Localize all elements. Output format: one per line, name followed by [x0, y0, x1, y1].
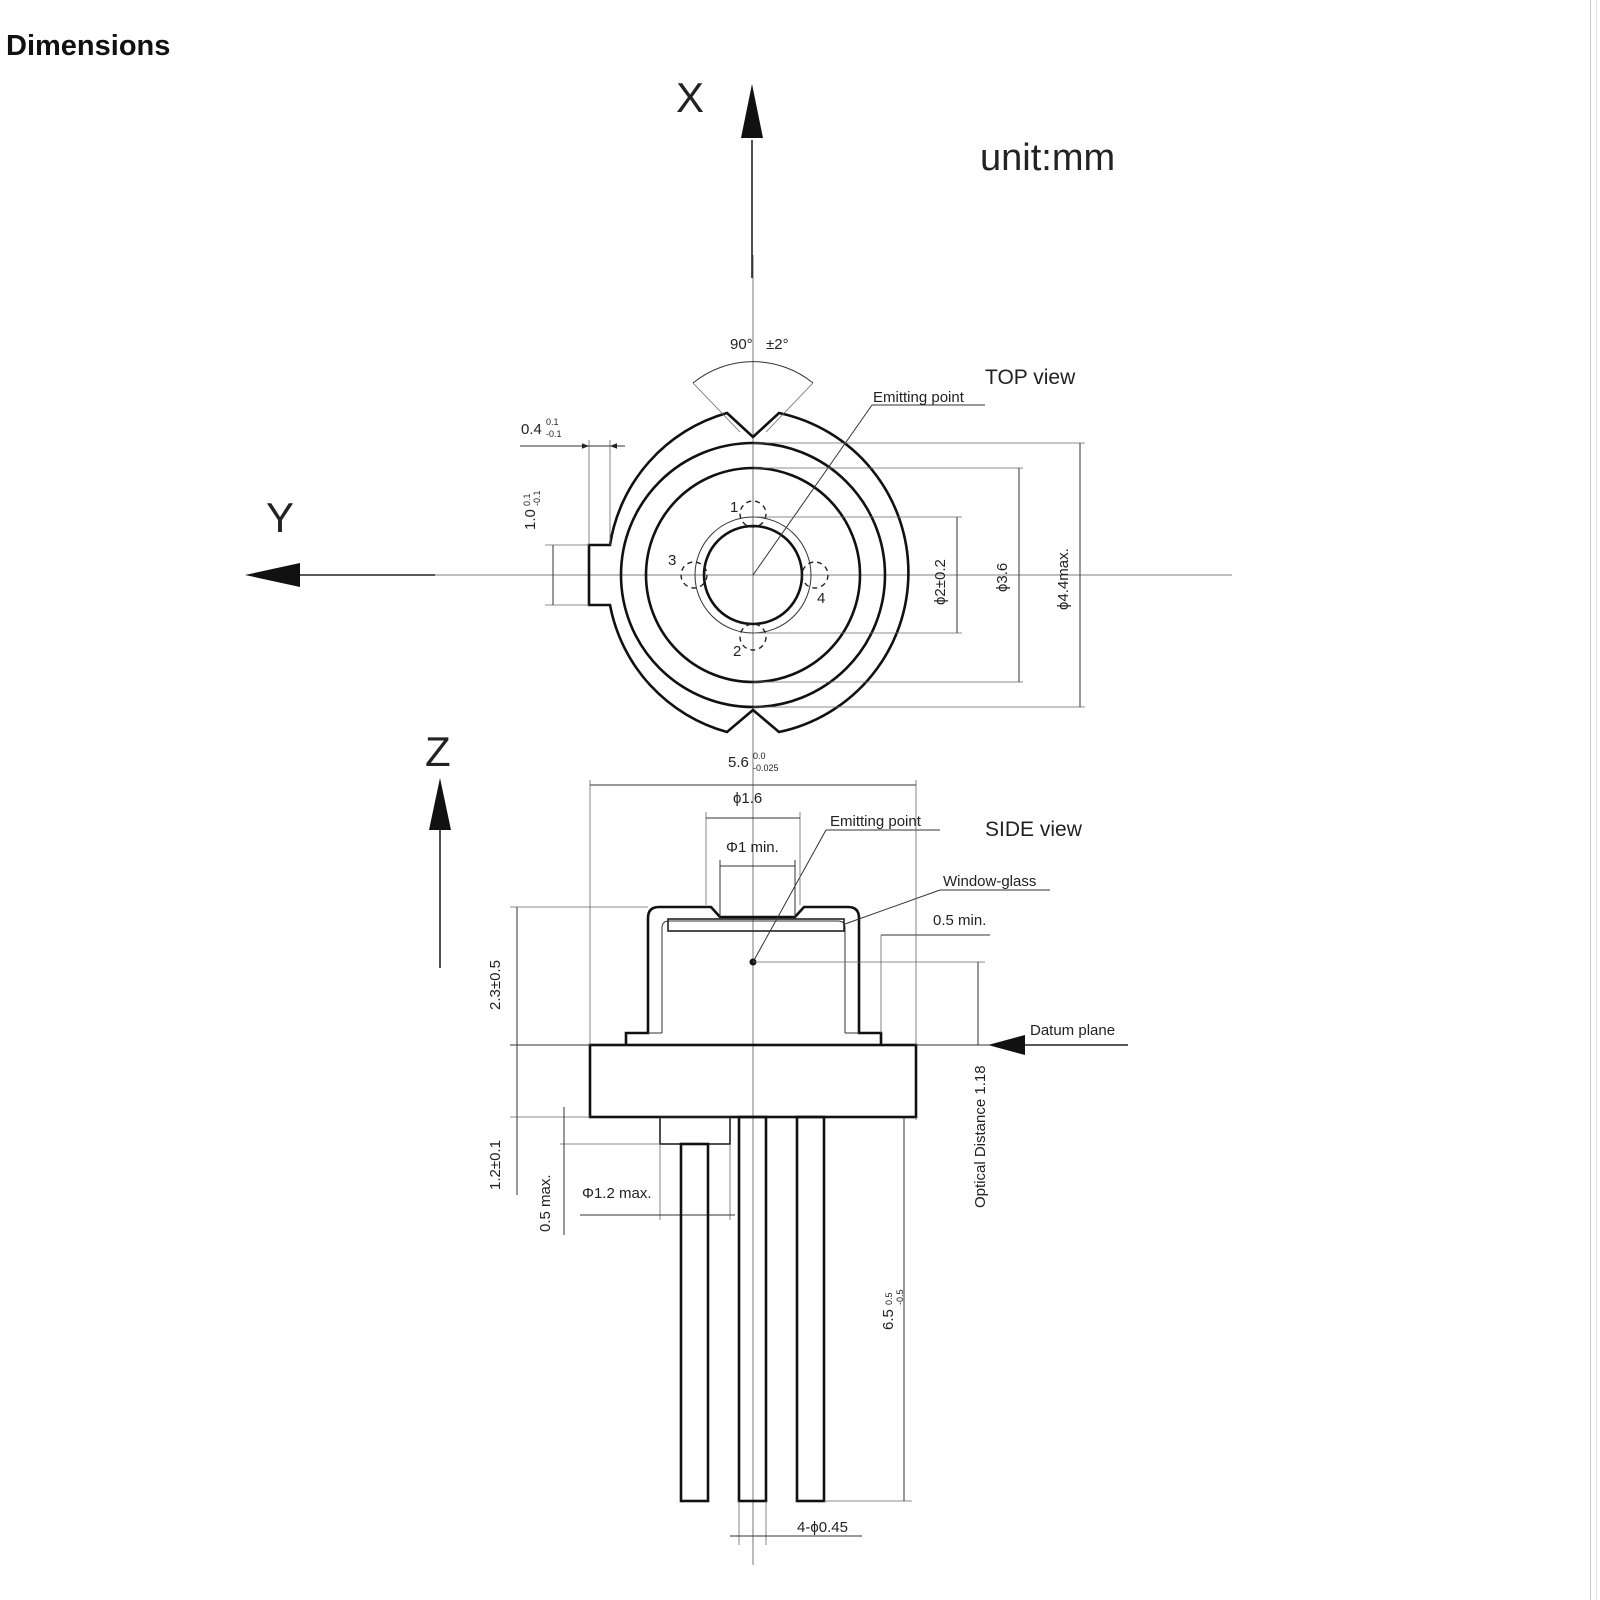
stub-dia-label: Φ1.2 max. [582, 1185, 652, 1202]
pin-4-label: 4 [817, 590, 825, 607]
notch-depth-label: 1.0 [522, 509, 539, 530]
angle-tol-label: ±2° [766, 336, 789, 353]
pin-1-outline [739, 500, 767, 528]
flange-dia-label: 5.6 [728, 754, 749, 771]
angle-label: 90° [730, 336, 753, 353]
lead-tol-lower: -0.5 [895, 1289, 905, 1305]
notch-depth-tol-lower: -0.1 [532, 490, 542, 506]
window-glass [667, 918, 845, 932]
dim-mid-label: ϕ3.6 [994, 563, 1011, 592]
cap-outline [624, 905, 883, 1045]
dim-inner-label: ϕ2±0.2 [932, 559, 949, 605]
height-cap-label: 2.3±0.5 [487, 960, 504, 1010]
pin-3-outline [680, 561, 708, 589]
side-view: SIDE view Emitting point Window-glass 0.… [487, 751, 1128, 1545]
side-emitting-point-label: Emitting point [830, 813, 922, 830]
lead-3 [795, 1115, 826, 1503]
window-glass-label: Window-glass [943, 873, 1036, 890]
window-border [1590, 0, 1591, 1600]
min-05-label: 0.5 min. [933, 912, 986, 929]
z-axis-arrow [429, 778, 451, 830]
datum-plane-label: Datum plane [1030, 1022, 1115, 1039]
lead-tol-upper: 0.5 [884, 1292, 894, 1305]
flange-tol-upper: 0.0 [753, 751, 766, 761]
notch-width-tol-upper: 0.1 [546, 417, 559, 427]
y-axis-label: Y [266, 494, 294, 541]
stub-height-label: 0.5 max. [537, 1174, 554, 1232]
flange-outline [587, 411, 910, 734]
side-view-label: SIDE view [985, 818, 1083, 841]
axes-group: X Y Z [245, 74, 1232, 1565]
z-axis-label: Z [425, 728, 451, 775]
pin-3-label: 3 [668, 552, 676, 569]
top-view-label: TOP view [985, 366, 1076, 389]
dim-outer-label: ϕ4.4max. [1055, 548, 1072, 610]
unit-label: unit:mm [980, 137, 1115, 179]
datum-plane-arrow [988, 1035, 1025, 1055]
flange-thickness-label: 1.2±0.1 [487, 1140, 504, 1190]
cap-dia-label: ϕ1.6 [733, 790, 762, 807]
window-border-outer [1596, 0, 1597, 1600]
flange-tol-lower: -0.025 [753, 763, 779, 773]
lead-1 [679, 1142, 710, 1503]
top-emitting-point-label: Emitting point [873, 389, 965, 406]
notch-width-label: 0.4 [521, 421, 542, 438]
optical-distance-label: Optical Distance 1.18 [972, 1065, 989, 1208]
lead-length-label: 6.5 [880, 1309, 897, 1330]
x-axis-arrow [741, 84, 763, 138]
pin-2-label: 2 [733, 643, 741, 660]
y-axis-arrow [245, 563, 300, 587]
notch-depth-tol-upper: 0.1 [522, 493, 532, 506]
top-view: TOP view 1 2 3 4 90° ±2° Emitting point … [520, 336, 1085, 734]
lead-2 [737, 1115, 768, 1503]
lead-dia-label: 4-ϕ0.45 [797, 1519, 848, 1536]
notch-width-tol-lower: -0.1 [546, 429, 562, 439]
stub-body [659, 1116, 731, 1145]
pin-4-outline [801, 561, 829, 589]
x-axis-label: X [676, 74, 704, 121]
page-title: Dimensions [6, 30, 171, 62]
pin-1-label: 1 [730, 499, 738, 516]
pin-2-outline [739, 623, 767, 651]
window-min-label: Φ1 min. [726, 839, 779, 856]
